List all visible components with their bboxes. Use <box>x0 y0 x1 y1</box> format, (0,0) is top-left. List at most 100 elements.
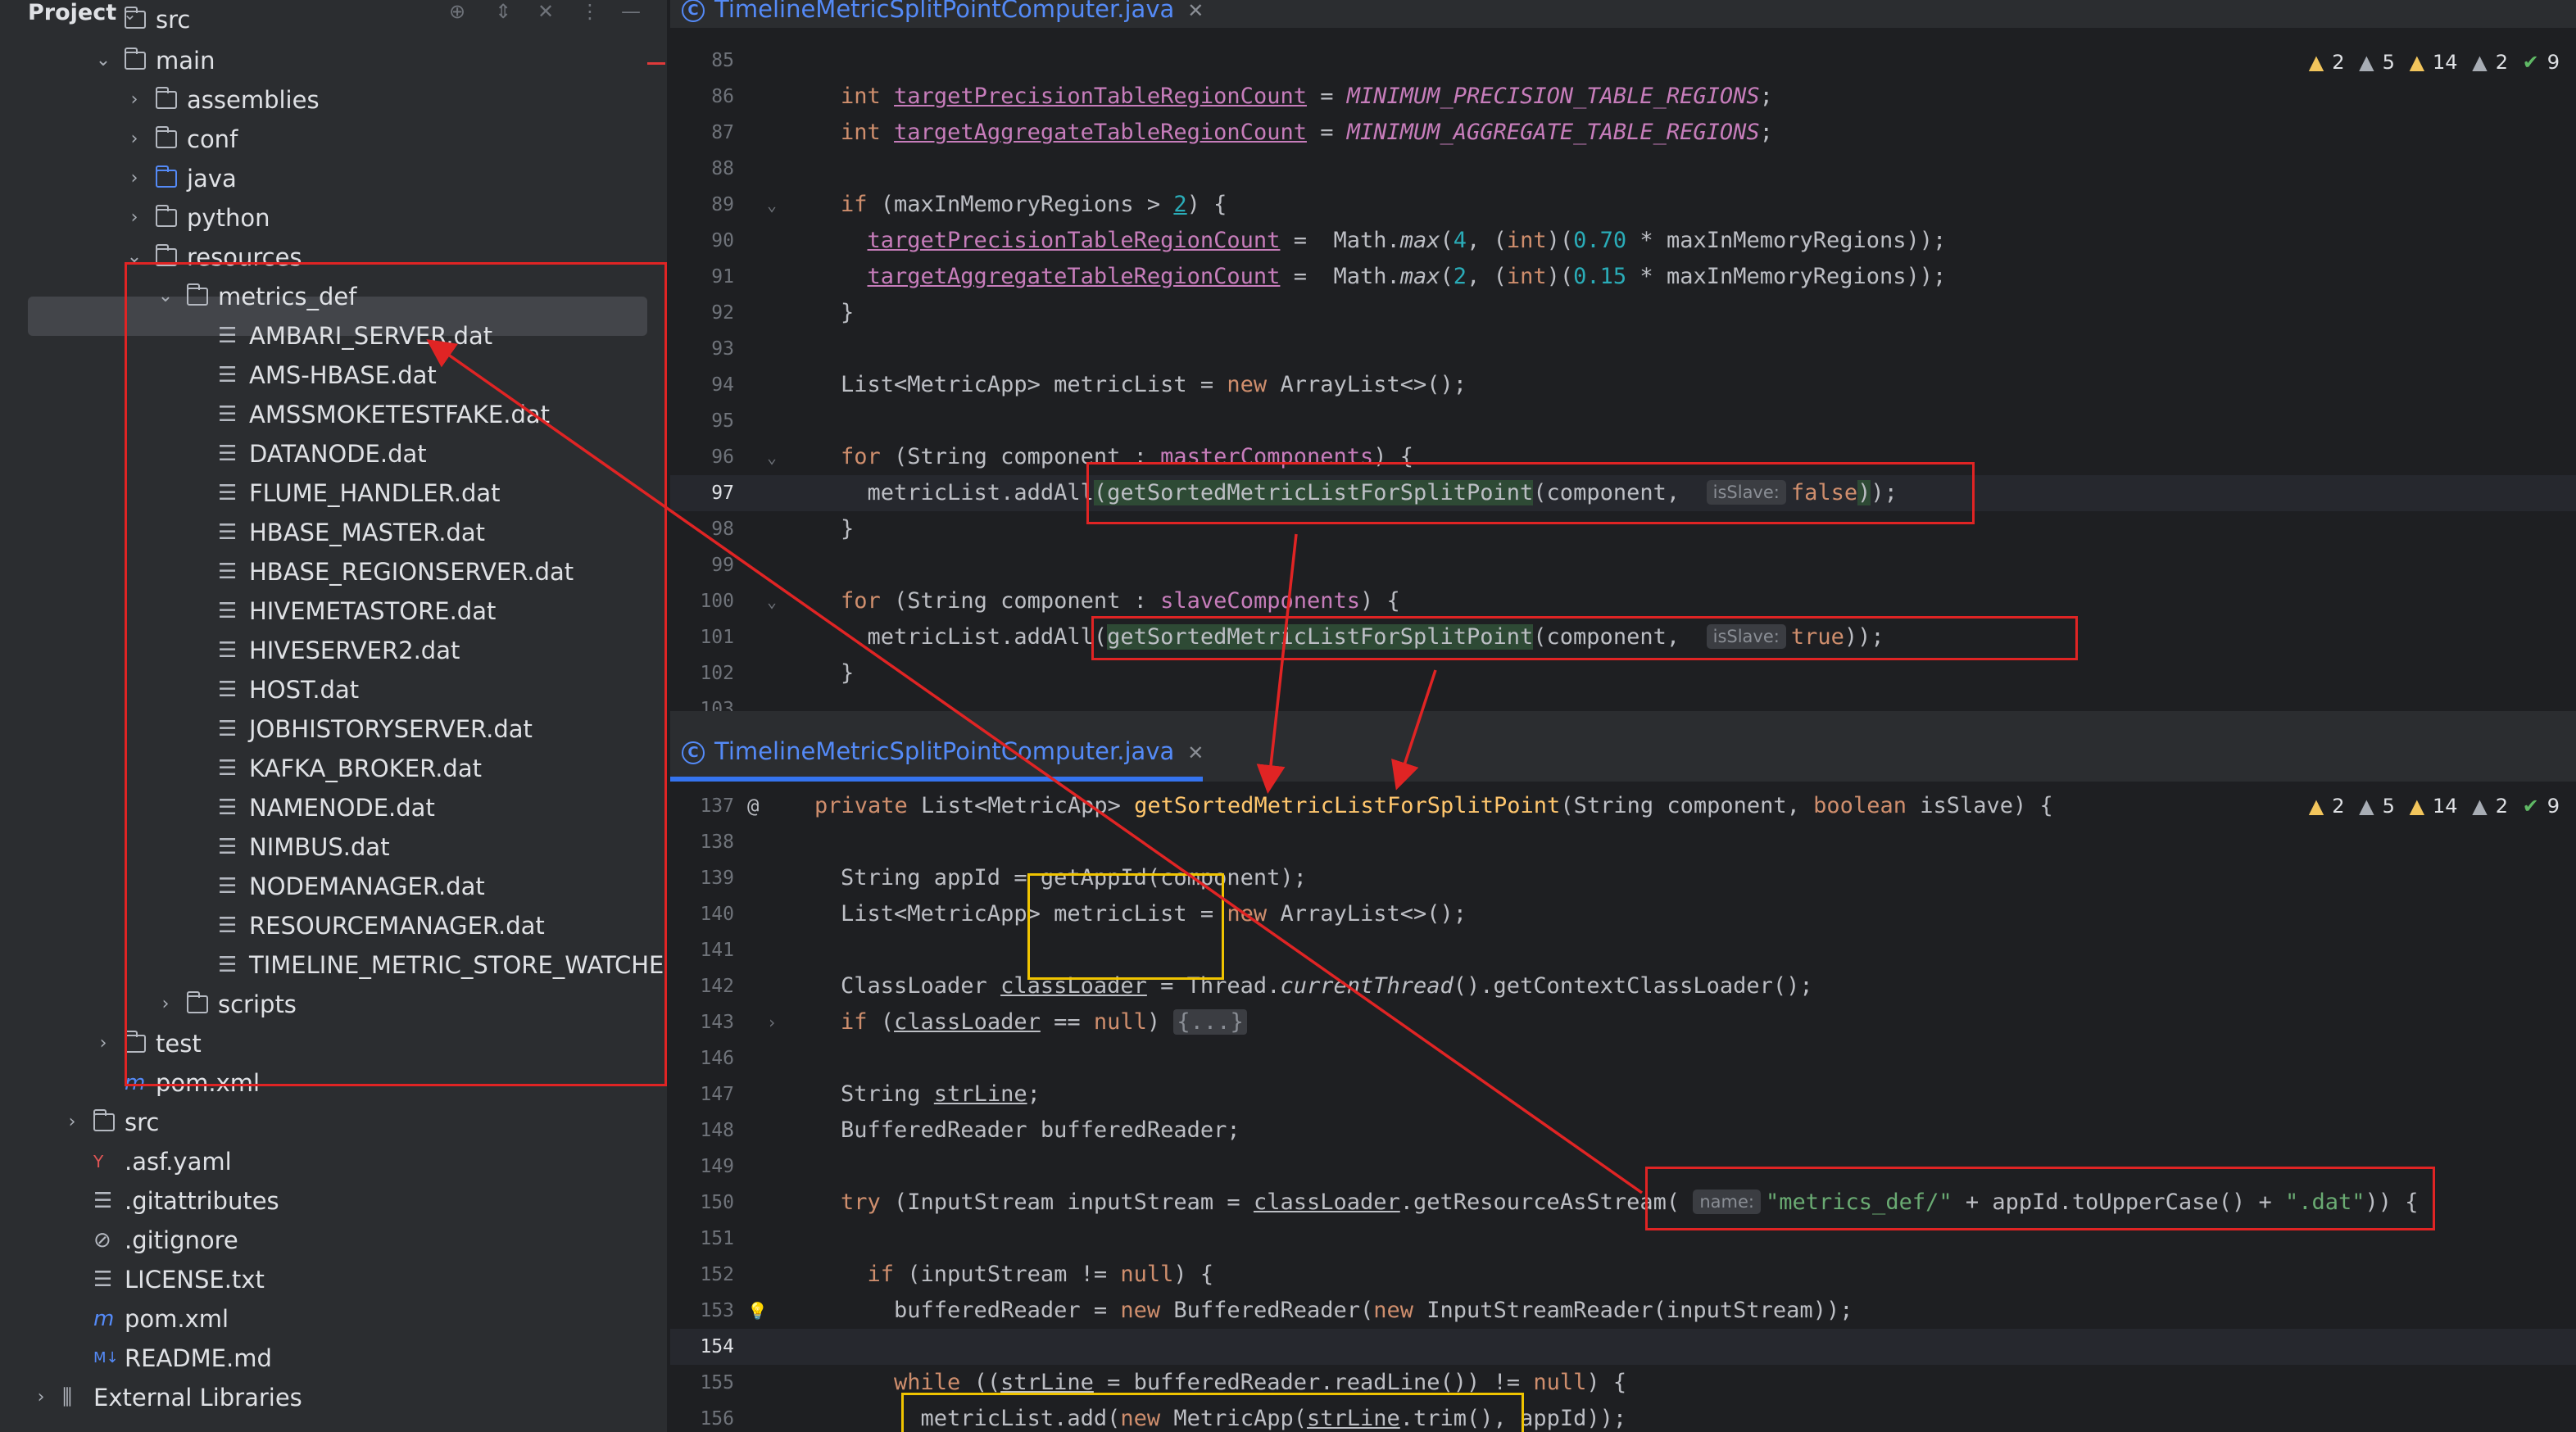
tree-item[interactable]: ☰NAMENODE.dat <box>0 788 667 827</box>
code-line[interactable]: 92} <box>670 295 2576 331</box>
folder-icon <box>155 205 177 227</box>
fold-icon[interactable]: ⌄ <box>767 195 778 215</box>
tree-item[interactable]: ›java <box>0 159 667 198</box>
tree-item[interactable]: ☰DATANODE.dat <box>0 434 667 474</box>
lightbulb-icon[interactable]: 💡 <box>747 1301 768 1321</box>
chevron-right-icon[interactable]: › <box>130 168 138 188</box>
code-line[interactable]: 90 targetPrecisionTableRegionCount = Mat… <box>670 223 2576 259</box>
line-number: 139 <box>700 868 734 889</box>
fold-icon[interactable]: › <box>767 1013 778 1032</box>
code-line[interactable]: 137@private List<MetricApp> getSortedMet… <box>670 788 2576 824</box>
tree-item[interactable]: ☰AMBARI_SERVER.dat <box>0 316 667 356</box>
code-line[interactable]: 88 <box>670 151 2576 187</box>
tree-item[interactable]: ☰HOST.dat <box>0 670 667 709</box>
code-line[interactable]: 143›if (classLoader == null) {...} <box>670 1004 2576 1040</box>
collapse-all-icon[interactable]: ✕ <box>537 0 555 23</box>
code-line[interactable]: 91 targetAggregateTableRegionCount = Mat… <box>670 259 2576 295</box>
chevron-down-icon[interactable]: ⌄ <box>95 50 111 70</box>
tree-item[interactable]: ⊘.gitignore <box>0 1221 667 1260</box>
expand-collapse-icon[interactable]: ⇕ <box>495 0 512 23</box>
tree-item[interactable]: ›src <box>0 1103 667 1142</box>
chevron-right-icon[interactable]: › <box>68 1112 76 1132</box>
typo-count: 2 <box>2495 51 2508 74</box>
code-line[interactable]: 155 while ((strLine = bufferedReader.rea… <box>670 1365 2576 1401</box>
tree-item[interactable]: ⌄metrics_def <box>0 277 667 316</box>
chevron-right-icon[interactable]: › <box>130 89 138 110</box>
tree-item[interactable]: ›conf <box>0 120 667 159</box>
weak-warning-icon: ▲ <box>2359 795 2374 818</box>
close-icon[interactable]: ✕ <box>1187 741 1204 764</box>
chevron-down-icon[interactable]: ⌄ <box>126 247 143 267</box>
tree-item[interactable]: ›⫼External Libraries <box>0 1378 667 1417</box>
annotation-box-metric-app <box>901 1393 1524 1432</box>
hide-panel-icon[interactable]: — <box>621 0 641 23</box>
code-line[interactable]: 102} <box>670 655 2576 691</box>
code-line[interactable]: 146 <box>670 1040 2576 1076</box>
code-text: while ((strLine = bufferedReader.readLin… <box>894 1370 1627 1395</box>
chevron-right-icon[interactable]: › <box>37 1387 45 1407</box>
tree-item[interactable]: src <box>0 0 667 39</box>
split-divider[interactable] <box>670 711 2576 721</box>
code-line[interactable]: 103 <box>670 691 2576 713</box>
tree-item[interactable]: M↓README.md <box>0 1339 667 1378</box>
code-line[interactable]: 152 if (inputStream != null) { <box>670 1257 2576 1293</box>
tree-item[interactable]: ›python <box>0 198 667 238</box>
line-number: 137 <box>700 795 734 817</box>
code-line[interactable]: 99 <box>670 547 2576 583</box>
chevron-right-icon[interactable]: › <box>99 1033 107 1054</box>
code-line[interactable]: 93 <box>670 331 2576 367</box>
code-line[interactable]: 85 <box>670 43 2576 79</box>
fold-icon[interactable]: ⌄ <box>767 591 778 611</box>
code-line[interactable]: 100⌄for (String component : slaveCompone… <box>670 583 2576 619</box>
options-icon[interactable]: ⋮ <box>580 0 600 23</box>
inspection-widget[interactable]: ▲2 ▲5 ▲14 ▲2 ✔9 <box>2301 51 2560 74</box>
tree-item[interactable]: ⌄main <box>0 41 667 80</box>
code-line[interactable]: 89⌄if (maxInMemoryRegions > 2) { <box>670 187 2576 223</box>
tree-item[interactable]: ☰AMS-HBASE.dat <box>0 356 667 395</box>
code-line[interactable]: 153💡 bufferedReader = new BufferedReader… <box>670 1293 2576 1329</box>
code-line[interactable]: 138 <box>670 824 2576 860</box>
code-line[interactable]: 154 <box>670 1329 2576 1365</box>
tree-item[interactable]: Y.asf.yaml <box>0 1142 667 1181</box>
inspection-widget[interactable]: ▲2 ▲5 ▲14 ▲2 ✔9 <box>2301 795 2560 818</box>
tree-item[interactable]: › test <box>0 1024 667 1063</box>
file-icon: ☰ <box>218 913 238 938</box>
locate-icon[interactable]: ⊕ <box>449 0 466 23</box>
code-line[interactable]: 141 <box>670 932 2576 968</box>
code-line[interactable]: 151 <box>670 1221 2576 1257</box>
close-icon[interactable]: ✕ <box>1187 0 1204 22</box>
tree-item[interactable]: ☰.gitattributes <box>0 1181 667 1221</box>
code-line[interactable]: 95 <box>670 403 2576 439</box>
tree-item[interactable]: ›scripts <box>0 985 667 1024</box>
tree-item-label: test <box>156 1030 202 1058</box>
chevron-down-icon[interactable]: ⌄ <box>157 286 174 306</box>
tree-item-label: pom.xml <box>125 1305 229 1333</box>
tree-item[interactable]: ☰NIMBUS.dat <box>0 827 667 867</box>
chevron-right-icon[interactable]: › <box>130 207 138 228</box>
fold-icon[interactable]: ⌄ <box>767 447 778 467</box>
warning-count: 14 <box>2433 51 2458 74</box>
tree-item[interactable]: ☰LICENSE.txt <box>0 1260 667 1299</box>
tree-item[interactable]: ⌄resources <box>0 238 667 277</box>
project-title[interactable]: Project⌄ <box>28 0 137 27</box>
override-icon[interactable]: @ <box>747 795 760 818</box>
tree-item[interactable]: ›assemblies <box>0 80 667 120</box>
weak-warning-count: 5 <box>2382 51 2395 74</box>
tree-item[interactable]: ☰HIVESERVER2.dat <box>0 631 667 670</box>
chevron-right-icon[interactable]: › <box>161 994 170 1014</box>
code-line[interactable]: 156 metricList.add(new MetricApp(strLine… <box>670 1401 2576 1432</box>
chevron-right-icon[interactable]: › <box>130 129 138 149</box>
